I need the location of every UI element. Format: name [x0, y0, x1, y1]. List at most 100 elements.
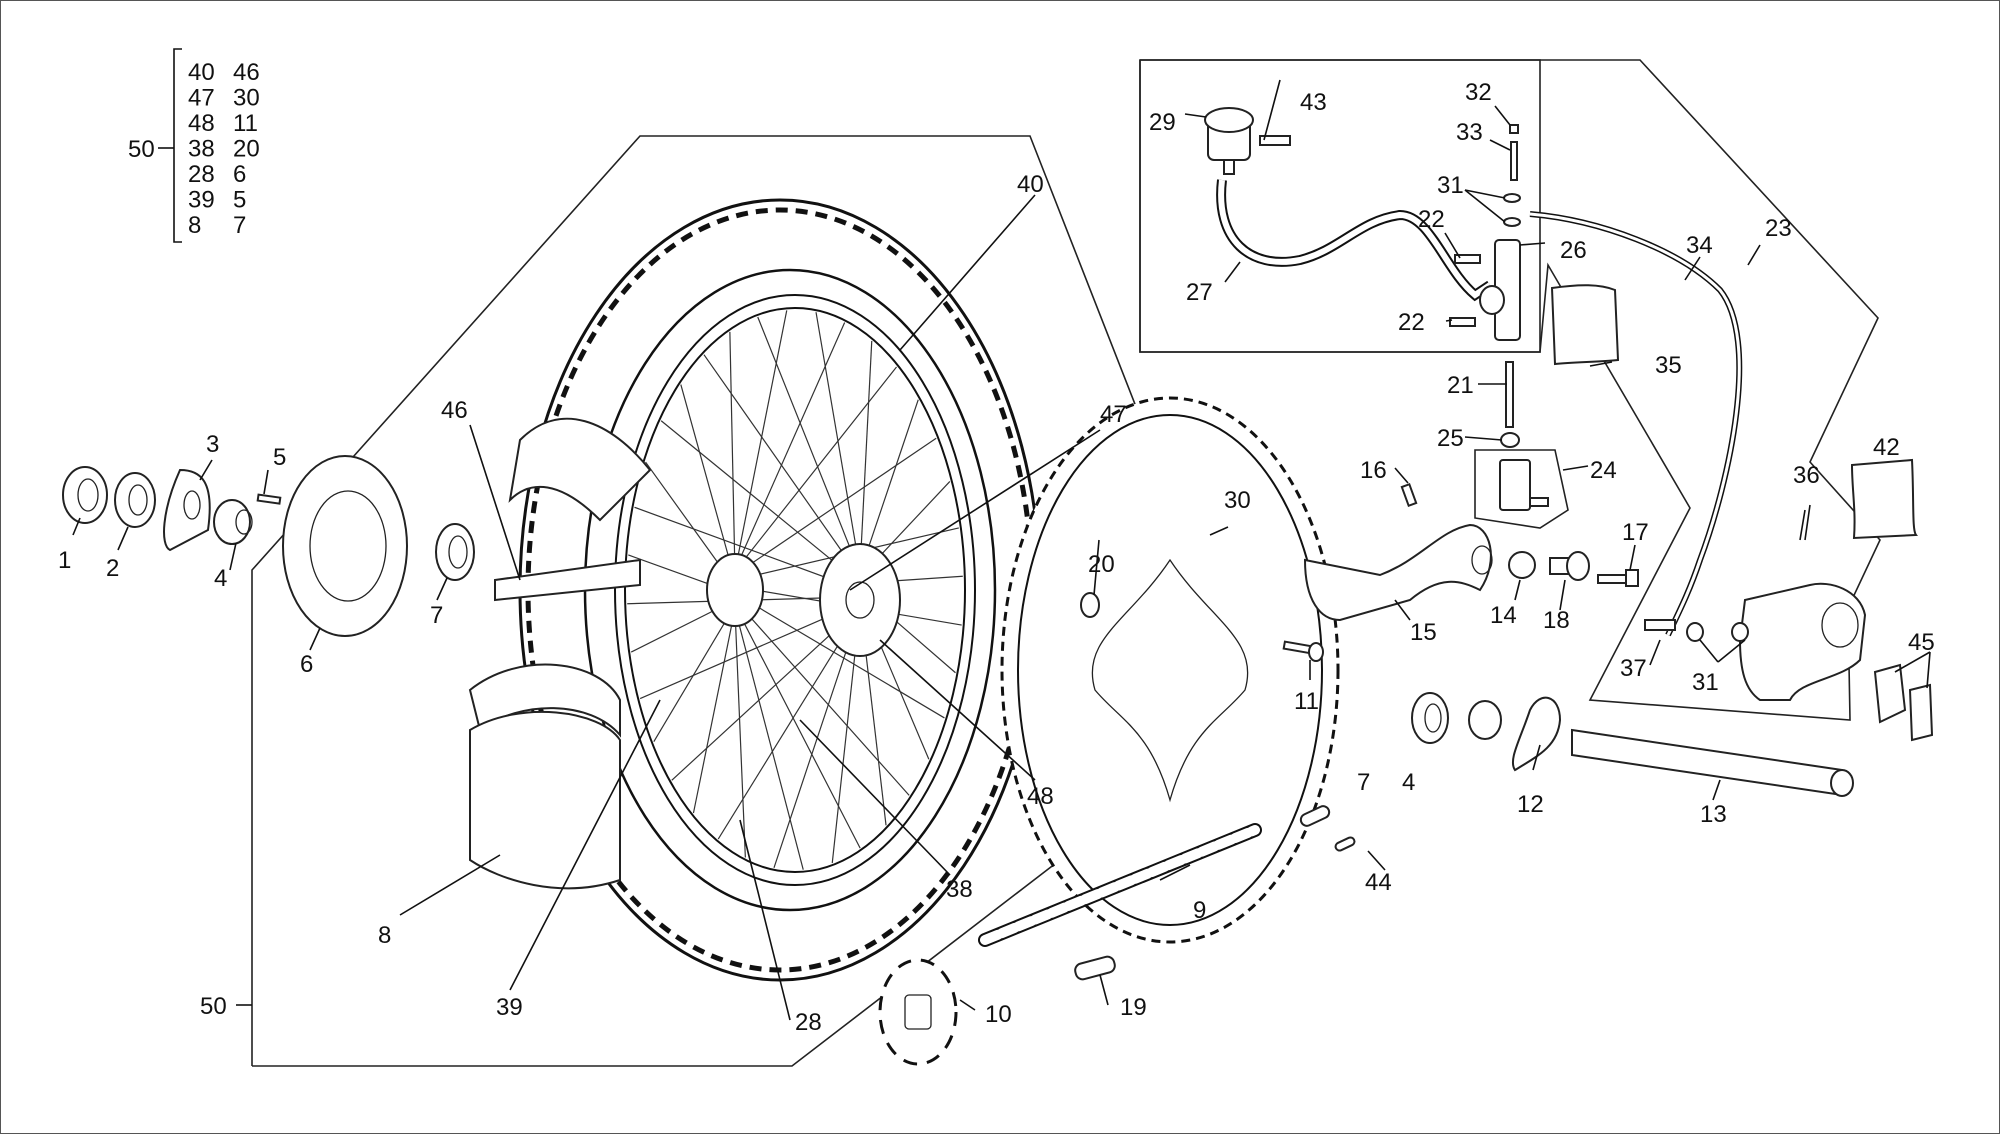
callout-48: 48 — [1027, 783, 1054, 810]
part-22-screws — [1449, 254, 1481, 327]
callout-22-bottom: 22 — [1398, 309, 1425, 336]
part-4-spacer — [213, 499, 253, 545]
callout-16: 16 — [1360, 457, 1387, 484]
hub — [706, 553, 764, 627]
callout-43: 43 — [1300, 89, 1327, 116]
part-10-front-sprocket — [878, 958, 958, 1066]
callout-34: 34 — [1686, 232, 1713, 259]
callout-22-top: 22 — [1418, 206, 1445, 233]
part-33-bleeder — [1510, 141, 1518, 181]
callout-17: 17 — [1622, 519, 1649, 546]
callout-40: 40 — [1017, 171, 1044, 198]
callout-3: 3 — [206, 431, 219, 458]
spoke — [734, 599, 910, 796]
callout-4-right: 4 — [1402, 769, 1415, 796]
part-7-bearing-right — [1411, 692, 1449, 744]
callout-15: 15 — [1410, 619, 1437, 646]
callout-11: 11 — [1294, 688, 1319, 715]
part-13-axle — [1571, 728, 1854, 797]
legend-item: 47 — [188, 85, 215, 112]
part-17-bolt — [1597, 569, 1639, 587]
callout-5: 5 — [273, 444, 286, 471]
part-45-brake-pads — [1873, 663, 1934, 742]
spoke — [859, 340, 873, 571]
spoke — [692, 608, 736, 814]
spoke — [653, 605, 736, 743]
inner-tube — [468, 663, 621, 890]
part-1-nut — [62, 466, 108, 524]
callout-7: 7 — [430, 602, 443, 629]
part-21-rod — [1505, 361, 1514, 428]
part-30-rear-sprocket — [1000, 396, 1340, 944]
callout-35: 35 — [1655, 352, 1682, 379]
callout-4: 4 — [214, 565, 227, 592]
callout-19: 19 — [1120, 994, 1147, 1021]
callout-36: 36 — [1793, 462, 1820, 489]
part-4-spacer-right — [1468, 700, 1502, 740]
part-11-bolt — [1282, 640, 1324, 662]
callout-13: 13 — [1700, 801, 1727, 828]
callout-14: 14 — [1490, 602, 1517, 629]
part-31-washers-top — [1503, 193, 1521, 227]
callout-10: 10 — [985, 1001, 1012, 1028]
callout-38: 38 — [946, 876, 973, 903]
spoke — [734, 437, 937, 576]
callout-27: 27 — [1186, 279, 1213, 306]
rim-and-spokes — [624, 307, 966, 873]
spoke — [734, 605, 861, 849]
part-29-reservoir — [1204, 107, 1254, 175]
spoke — [734, 322, 846, 571]
legend-bracket — [173, 48, 182, 243]
part-44-clip — [1299, 805, 1356, 852]
spoke — [717, 609, 861, 840]
callout-12: 12 — [1517, 791, 1544, 818]
callout-37: 37 — [1620, 655, 1647, 682]
callout-7-right: 7 — [1357, 769, 1370, 796]
callout-26: 26 — [1560, 237, 1587, 264]
legend-item: 40 — [188, 59, 215, 86]
part-36-brake-caliper — [1738, 582, 1867, 701]
spoke — [634, 506, 861, 591]
part-6-brake-disc — [282, 455, 408, 637]
part-9-chain — [978, 823, 1262, 947]
callout-23: 23 — [1765, 215, 1792, 242]
callout-18: 18 — [1543, 607, 1570, 634]
callout-47: 47 — [1100, 401, 1127, 428]
spoke — [734, 366, 898, 572]
legend-item: 8 — [188, 212, 201, 239]
spoke — [660, 420, 861, 584]
rear-tire — [518, 198, 1042, 982]
part-37-banjo-bolt — [1644, 619, 1676, 631]
callout-28: 28 — [795, 1009, 822, 1036]
legend-item: 28 — [188, 161, 215, 188]
callout-24: 24 — [1590, 457, 1617, 484]
part-16-screw — [1400, 482, 1418, 508]
part-19-master-link — [1074, 955, 1116, 981]
spoke — [757, 316, 861, 573]
spoke — [703, 354, 861, 578]
part-34-brake-line — [1529, 211, 1743, 637]
callout-32: 32 — [1465, 79, 1492, 106]
legend-item: 11 — [233, 110, 258, 137]
callout-30: 30 — [1224, 487, 1251, 514]
sprocket-carrier — [819, 543, 901, 657]
legend-item: 30 — [233, 85, 260, 112]
spoke — [859, 399, 919, 573]
spoke — [729, 331, 736, 575]
callout-42: 42 — [1873, 434, 1900, 461]
callout-labels: 1 2 3 4 5 6 7 8 9 10 11 12 13 14 15 16 1… — [58, 79, 1935, 1036]
callout-1: 1 — [58, 547, 71, 574]
part-35-grease-bag — [1550, 284, 1620, 366]
part-18-pivot-pin — [1549, 551, 1590, 581]
callout-2: 2 — [106, 555, 119, 582]
part-27-hose — [1216, 179, 1493, 302]
legend-item: 48 — [188, 110, 215, 137]
part-20-nut — [1080, 592, 1100, 618]
part-3-chain-adjuster — [163, 468, 211, 552]
legend-item: 20 — [233, 136, 260, 163]
part-43-screw — [1259, 135, 1291, 146]
callout-8: 8 — [378, 922, 391, 949]
legend-label-50: 50 — [128, 136, 155, 163]
